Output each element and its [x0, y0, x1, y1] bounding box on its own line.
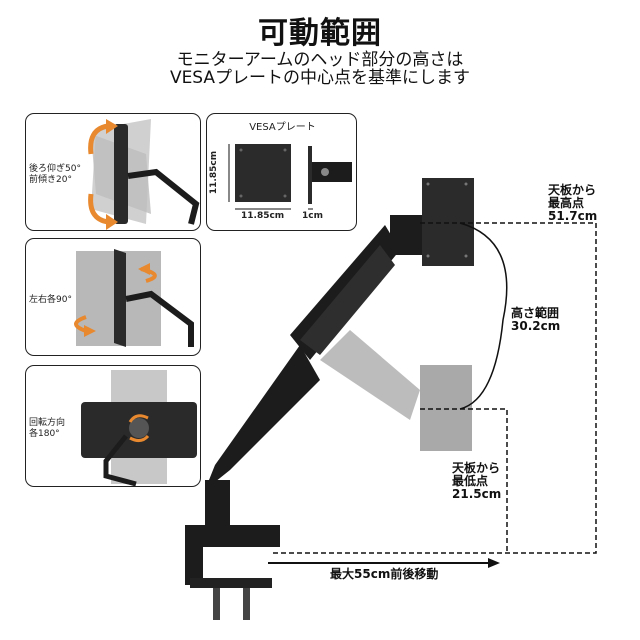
min-label-line2: 最低点 [452, 474, 489, 488]
tilt-panel: 後ろ仰ぎ50° 前傾き20° [25, 113, 201, 231]
tilt-illustration [91, 119, 200, 225]
swivel-panel: 左右各90° [25, 238, 201, 356]
page-title: 可動範囲 [258, 16, 382, 51]
max-label-line2: 最高点 [548, 196, 585, 210]
vesa-width: 11.85cm [241, 211, 285, 221]
range-value: 30.2cm [511, 319, 561, 333]
vesa-title: VESAプレート [249, 122, 316, 133]
min-label-line1: 天板から [452, 461, 501, 475]
vesa-panel: VESAプレート 11.85cm 11.85cm 1cm [206, 113, 357, 231]
min-value: 21.5cm [452, 487, 502, 501]
vesa-depth: 1cm [302, 211, 323, 221]
reach-arrow-head-icon [488, 558, 500, 568]
max-height-guide [270, 222, 597, 554]
vesa-plate-illustration [228, 144, 352, 210]
height-range-curve [459, 222, 508, 410]
rotate-illustration [81, 370, 197, 486]
min-height-guide [420, 408, 508, 553]
reach-label: 最大55cm前後移動 [330, 567, 439, 581]
rotate-label-angle: 各180° [29, 429, 60, 439]
subtitle-line1: モニターアームのヘッド部分の高さは [176, 50, 464, 70]
max-label-line1: 天板から [548, 183, 597, 197]
tilt-label-forward: 前傾き20° [29, 175, 72, 185]
rotate-label-direction: 回転方向 [29, 418, 66, 428]
swivel-label: 左右各90° [29, 295, 72, 305]
subtitle-line2: VESAプレートの中心点を基準にします [169, 68, 471, 88]
range-label: 高さ範囲 [511, 306, 560, 320]
tilt-up-arrow-icon [88, 119, 118, 155]
max-value: 51.7cm [548, 209, 598, 223]
tilt-label-back: 後ろ仰ぎ50° [29, 164, 81, 174]
rotate-panel: 回転方向 各180° [25, 365, 201, 487]
tilt-down-arrow-icon [88, 193, 118, 230]
swivel-illustration [74, 249, 194, 347]
